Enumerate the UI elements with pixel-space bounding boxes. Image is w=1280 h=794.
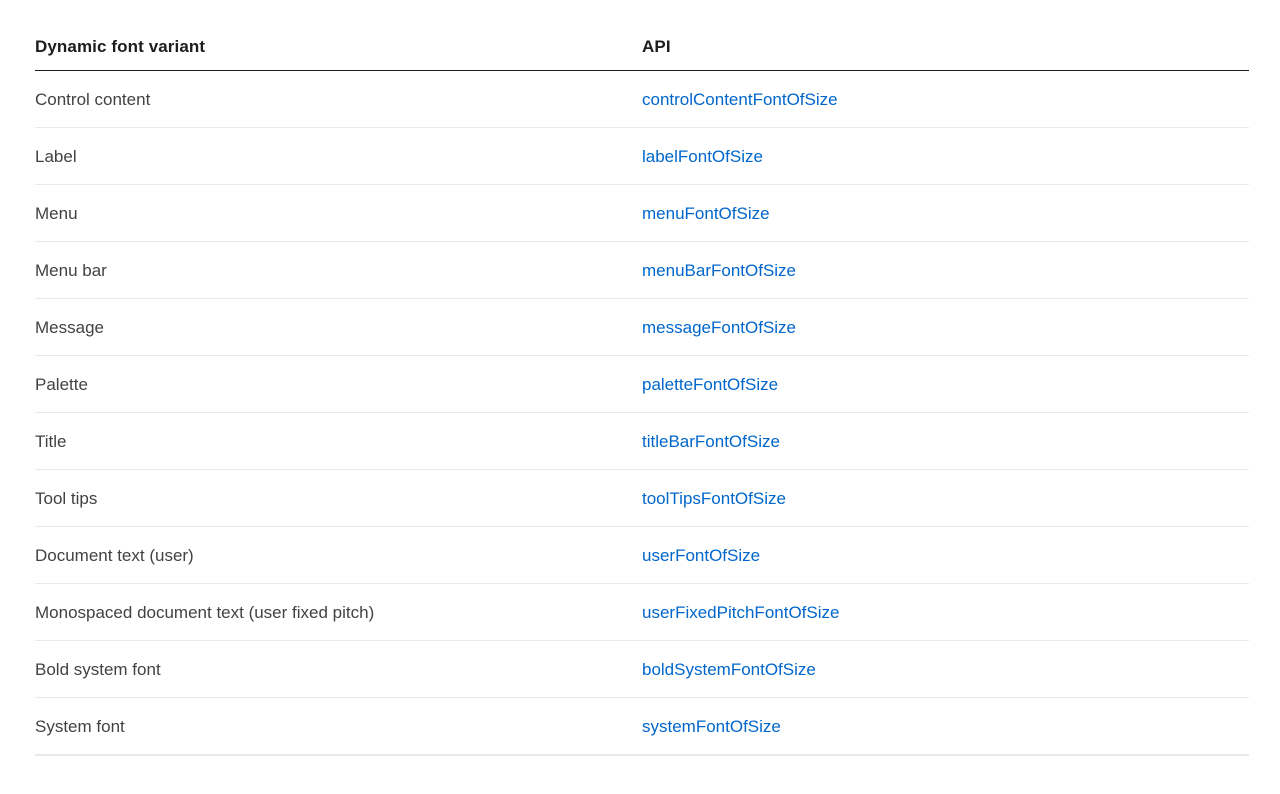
variant-label: Message [35, 318, 104, 337]
dynamic-font-variant-table: Dynamic font variant API Control content… [35, 34, 1249, 756]
table-header-row: Dynamic font variant API [35, 34, 1249, 71]
variant-label: Control content [35, 90, 151, 109]
variant-cell: Message [35, 298, 642, 356]
variant-cell: System font [35, 697, 642, 756]
api-link[interactable]: menuBarFontOfSize [642, 261, 797, 280]
api-cell: menuFontOfSize [642, 184, 1249, 242]
variant-label: Menu bar [35, 261, 107, 280]
api-cell: controlContentFontOfSize [642, 70, 1249, 128]
api-cell: userFontOfSize [642, 526, 1249, 584]
table-row: Document text (user) userFontOfSize [35, 526, 1249, 584]
table-row: Control content controlContentFontOfSize [35, 70, 1249, 128]
table-row: Label labelFontOfSize [35, 127, 1249, 185]
documentation-table-section: Dynamic font variant API Control content… [35, 34, 1249, 756]
variant-cell: Control content [35, 70, 642, 128]
api-cell: titleBarFontOfSize [642, 412, 1249, 470]
table-row: Bold system font boldSystemFontOfSize [35, 640, 1249, 698]
variant-cell: Bold system font [35, 640, 642, 698]
api-link[interactable]: controlContentFontOfSize [642, 90, 838, 109]
api-cell: menuBarFontOfSize [642, 241, 1249, 299]
api-cell: toolTipsFontOfSize [642, 469, 1249, 527]
api-link[interactable]: messageFontOfSize [642, 318, 797, 337]
table-row: Tool tips toolTipsFontOfSize [35, 469, 1249, 527]
api-link[interactable]: paletteFontOfSize [642, 375, 779, 394]
table-row: Menu bar menuBarFontOfSize [35, 241, 1249, 299]
api-cell: userFixedPitchFontOfSize [642, 583, 1249, 641]
variant-label: Title [35, 432, 67, 451]
column-header-dynamic-font-variant: Dynamic font variant [35, 34, 642, 71]
variant-cell: Title [35, 412, 642, 470]
api-link[interactable]: systemFontOfSize [642, 717, 781, 736]
api-link[interactable]: titleBarFontOfSize [642, 432, 780, 451]
api-cell: labelFontOfSize [642, 127, 1249, 185]
variant-label: Palette [35, 375, 88, 394]
table-row: Monospaced document text (user fixed pit… [35, 583, 1249, 641]
variant-label: Tool tips [35, 489, 98, 508]
variant-label: Menu [35, 204, 78, 223]
table-row: Menu menuFontOfSize [35, 184, 1249, 242]
variant-cell: Menu [35, 184, 642, 242]
column-header-api: API [642, 34, 1249, 71]
table-row: Palette paletteFontOfSize [35, 355, 1249, 413]
api-cell: systemFontOfSize [642, 697, 1249, 756]
variant-label: Label [35, 147, 77, 166]
table-row: Message messageFontOfSize [35, 298, 1249, 356]
variant-cell: Document text (user) [35, 526, 642, 584]
api-link[interactable]: menuFontOfSize [642, 204, 770, 223]
api-cell: paletteFontOfSize [642, 355, 1249, 413]
table-row: Title titleBarFontOfSize [35, 412, 1249, 470]
variant-cell: Label [35, 127, 642, 185]
api-cell: boldSystemFontOfSize [642, 640, 1249, 698]
variant-label: Document text (user) [35, 546, 194, 565]
variant-cell: Menu bar [35, 241, 642, 299]
variant-label: System font [35, 717, 125, 736]
api-link[interactable]: userFixedPitchFontOfSize [642, 603, 840, 622]
api-link[interactable]: toolTipsFontOfSize [642, 489, 786, 508]
api-cell: messageFontOfSize [642, 298, 1249, 356]
api-link[interactable]: boldSystemFontOfSize [642, 660, 816, 679]
variant-label: Bold system font [35, 660, 161, 679]
variant-cell: Tool tips [35, 469, 642, 527]
variant-cell: Monospaced document text (user fixed pit… [35, 583, 642, 641]
api-link[interactable]: userFontOfSize [642, 546, 761, 565]
variant-cell: Palette [35, 355, 642, 413]
table-row: System font systemFontOfSize [35, 697, 1249, 756]
api-link[interactable]: labelFontOfSize [642, 147, 763, 166]
variant-label: Monospaced document text (user fixed pit… [35, 603, 375, 622]
